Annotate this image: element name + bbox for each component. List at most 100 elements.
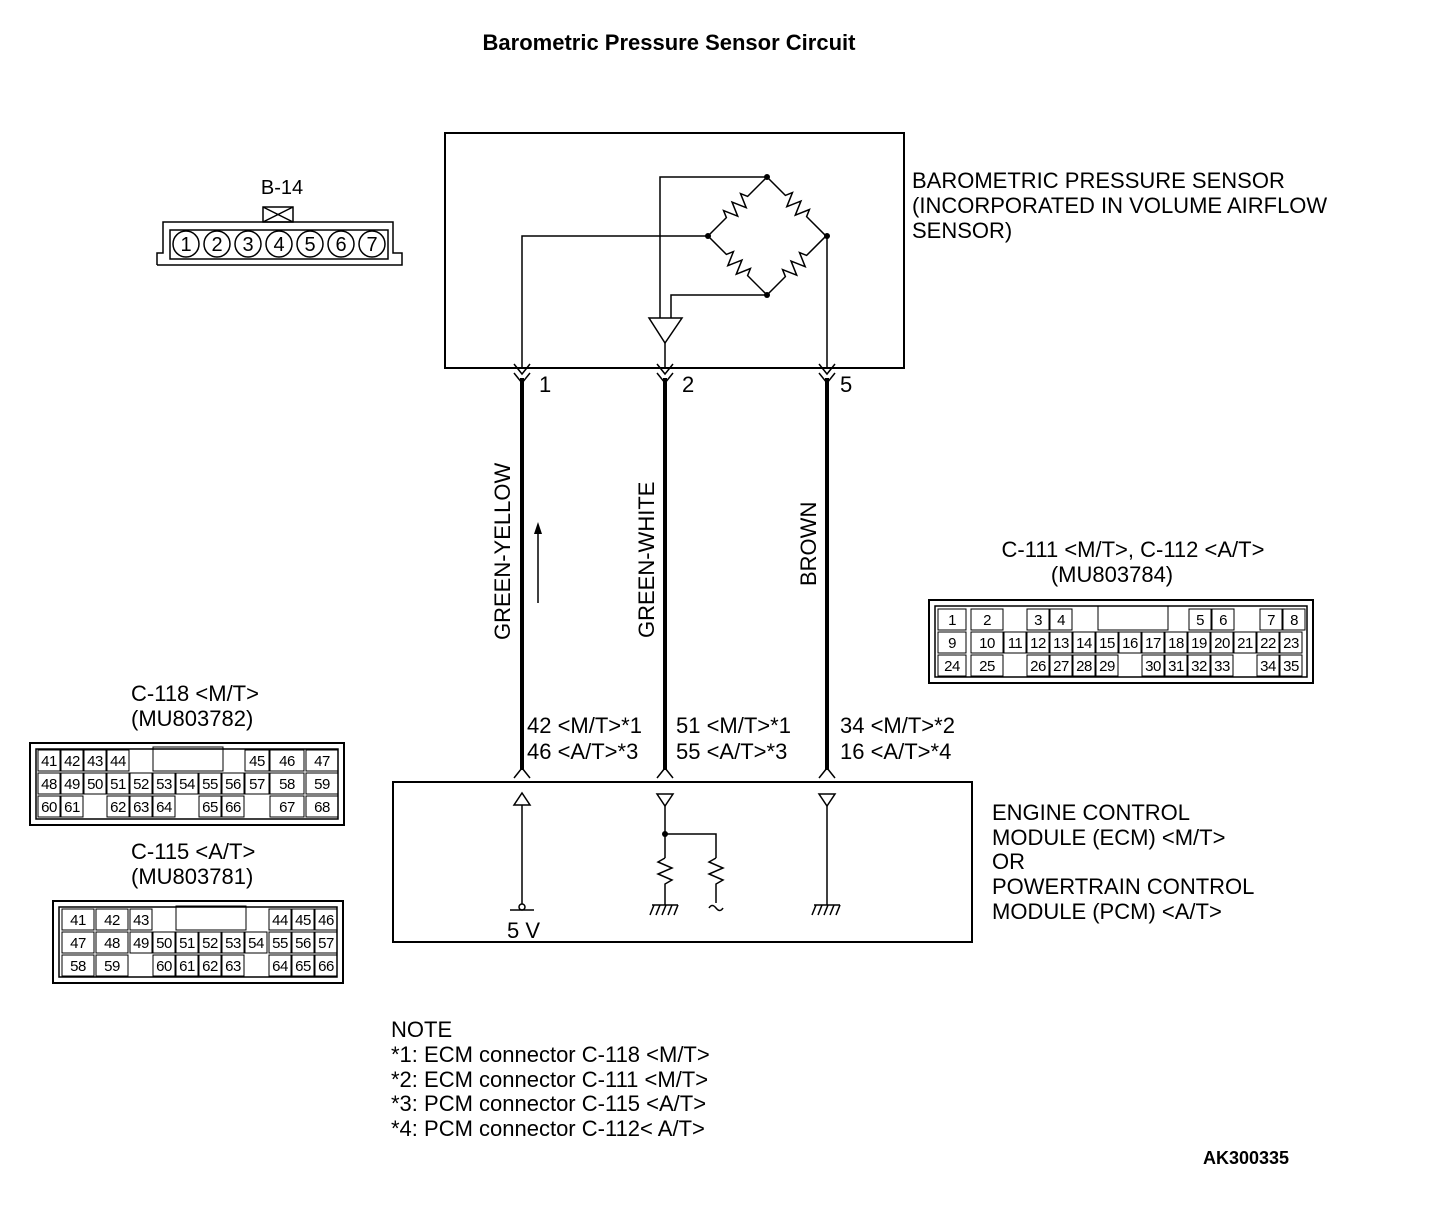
connector-c115-pin-cell [152,931,176,954]
connector-c115-pin-41: 41 [70,912,86,929]
connector-c111-pin-cell [1256,631,1280,654]
connector-c111-pin-6: 6 [1219,612,1227,629]
connector-c115-pin-cell [95,954,129,977]
connector-c115-pin-cell [152,954,176,977]
connector-c118-key [152,746,224,772]
connector-c118-pin-cell [175,772,199,795]
connector-c115-pin-cell [175,954,199,977]
connector-c115-pin-cell [314,931,338,954]
bridge-left-lead [521,235,708,368]
ecm-pin-green-white-at: 55 <A/T>*3 [676,739,787,764]
resistor-bridge [521,174,830,368]
connector-b14-pin-label: 7 [366,234,377,256]
connector-c111-pin-cell [1187,631,1211,654]
connector-c115-pin-cell [95,908,129,931]
connector-c118-pin-cell [269,795,305,818]
connector-c115-pin-44: 44 [272,912,288,929]
connector-c118-pin-cell [106,772,130,795]
connector-c118-pin-cell [60,795,84,818]
connector-c118-pin-68: 68 [314,799,330,816]
connector-c115-pin-cell [291,908,315,931]
connector-b14-pin-label: 3 [242,234,253,256]
connector-c115-pin-42: 42 [104,912,120,929]
connector-c111-key [1097,605,1169,631]
connector-c111-pin-30: 30 [1145,658,1161,675]
connector-c115-title: C-115 <A/T> [131,839,255,864]
connector-b14-pin-2 [203,230,231,258]
connector-c111-pin-11: 11 [1008,635,1023,652]
connector-c115-pin-cell [244,931,268,954]
connector-c115-key [175,905,247,931]
connector-c118-pin-cell [37,795,61,818]
ecm-box [392,781,973,943]
connector-b14-pin-1 [172,230,200,258]
ecm-label-line-3: OR [992,849,1025,874]
connector-c118-pin-59: 59 [314,776,330,793]
connector-b14-pin-4 [265,230,293,258]
connector-c118-pin-cell [37,772,61,795]
sensor-label-line-1: BAROMETRIC PRESSURE SENSOR [912,168,1285,193]
connector-c111-pin-33: 33 [1214,658,1230,675]
connector-c118-pin-cell [305,749,339,772]
note-heading: NOTE [391,1017,452,1042]
connector-c115-pin-63: 63 [225,958,241,975]
connector-c118-pin-cell [60,749,84,772]
connector-c115-pin-45: 45 [295,912,311,929]
connector-c118-pin-cell [106,749,130,772]
connector-c115-pin-cell [314,908,338,931]
connector-c111-pin-cell [1187,654,1211,677]
connector-c111-pin-19: 19 [1191,635,1207,652]
connector-c115-pin-cell [221,931,245,954]
connector-c111-pin-24: 24 [944,658,960,675]
connector-b14-pin-3 [234,230,262,258]
connector-c111-pin-cell [1049,654,1073,677]
connector-c111-pin-cell [937,654,967,677]
connector-c118-title: C-118 <M/T> [131,681,259,706]
connector-c111-pin-15: 15 [1099,635,1115,652]
ecm-label-line-5: MODULE (PCM) <A/T> [992,899,1222,924]
connector-b14-pin-label: 2 [211,234,222,256]
connector-c118-pin-cell [198,772,222,795]
connector-c118-pin-cell [37,749,61,772]
connector-c111-pin-18: 18 [1168,635,1184,652]
resistor-upper-right-icon [766,176,827,237]
connector-c111-pin-22: 22 [1260,635,1276,652]
connector-c115-pin-cell [61,954,95,977]
bridge-bottom-lead [670,294,767,318]
connector-b14-pin-7 [358,230,386,258]
connector-c111-pin-cell [1049,608,1073,631]
ecm-pin-green-white-mt: 51 <M/T>*1 [676,713,791,738]
connector-c118-pin-cell [305,772,339,795]
signal-output-icon [708,904,724,912]
connector-c118-pin-57: 57 [249,776,265,793]
connector-c118-pin-cell [83,772,107,795]
amplifier-icon [647,317,684,345]
connector-c115-pin-cell [198,931,222,954]
connector-c111-pin-8: 8 [1290,612,1298,629]
connector-c111-pin-34: 34 [1260,658,1276,675]
connector-c115-pin-cell [198,954,222,977]
bridge-top-lead [659,176,767,318]
connector-c118-pin-66: 66 [225,799,241,816]
connector-c115-pin-cell [221,954,245,977]
connector-c111-pin-13: 13 [1053,635,1069,652]
connector-c118-pin-cell [244,772,270,795]
sensor-terminal-5: 5 [840,372,852,397]
connector-c115-pin-cell [291,954,315,977]
connector-c111-pin-cell [1164,654,1188,677]
resistor-upper-left-icon [707,176,768,237]
connector-c115-pin-43: 43 [133,912,149,929]
supply-voltage-label: 5 V [507,918,540,943]
connector-c118-pin-cell [60,772,84,795]
connector-c118-pin-cell [129,772,153,795]
connector-c111-pin-cell [1072,631,1096,654]
connector-c111-pin-31: 31 [1168,658,1184,675]
connector-c111-pin-cell [970,631,1004,654]
ecm-terminal-brown [818,766,836,779]
connector-c118-pin-46: 46 [279,753,295,770]
connector-c111-pin-21: 21 [1237,635,1253,652]
connector-c111-pin-25: 25 [979,658,995,675]
pulldown-resistor-icon [656,857,674,905]
connector-c118-pin-cell [244,749,270,772]
